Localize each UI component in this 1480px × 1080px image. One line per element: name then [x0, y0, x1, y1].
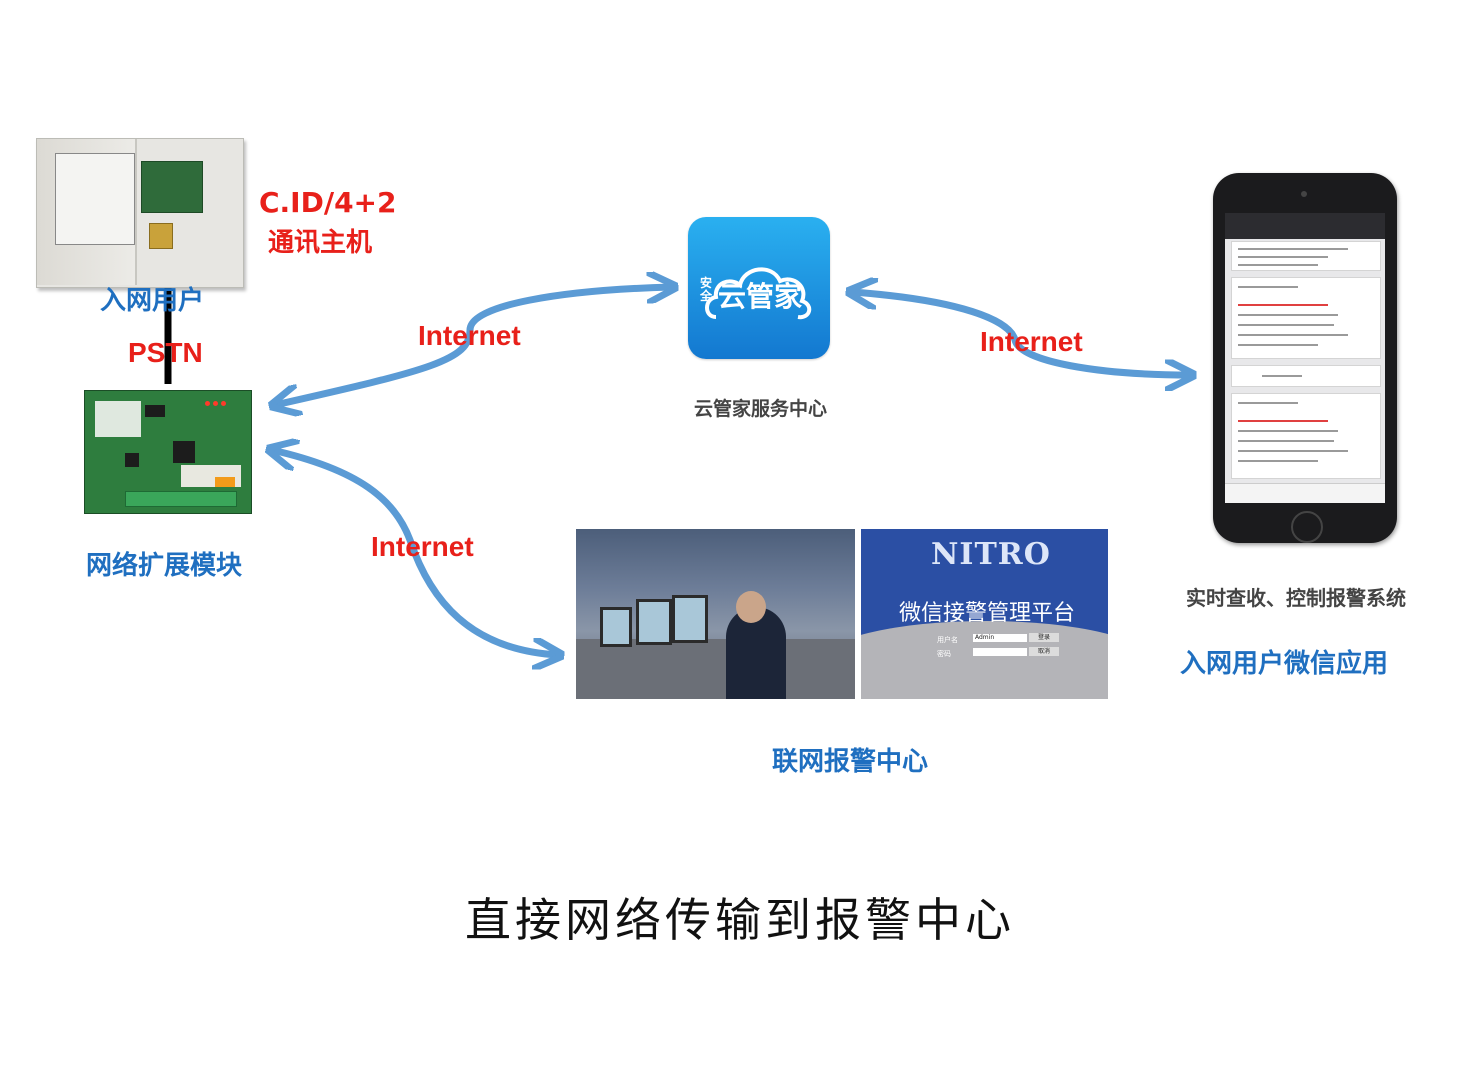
photo-operator-head	[736, 591, 766, 623]
phone-message-card	[1231, 241, 1381, 271]
photo-monitor	[672, 595, 708, 643]
cloud-service-label: 云管家服务中心	[694, 398, 828, 420]
phone-label: 实时查收、控制报警系统	[1186, 586, 1406, 610]
module-orange-part	[215, 477, 235, 487]
phone-status-card	[1231, 365, 1381, 387]
panel-transformer	[149, 223, 173, 249]
cloud-app-icon: 安全 云管家	[688, 217, 830, 359]
smartphone-image	[1213, 173, 1397, 543]
photo-operator	[726, 607, 786, 699]
module-led	[213, 401, 218, 406]
phone-footer-menu	[1225, 483, 1385, 503]
phone-text-line	[1238, 286, 1298, 288]
phone-home-button	[1291, 511, 1323, 543]
phone-text-line	[1238, 402, 1298, 404]
phone-text-line	[1238, 430, 1338, 432]
login-title: 微信接警管理平台	[899, 601, 1076, 626]
login-bottom	[861, 667, 1108, 699]
phone-text-line	[1238, 248, 1348, 250]
module-chip	[173, 441, 195, 463]
alarm-platform-login: NITRO 微信接警管理平台 用户名 Admin 登录 密码 取消	[861, 529, 1108, 699]
module-led	[205, 401, 210, 406]
user-label: 入网用户	[100, 286, 205, 316]
main-title: 直接网络传输到报警中心	[465, 893, 1015, 947]
phone-camera	[1301, 191, 1307, 197]
internet-label-right: Internet	[980, 326, 1083, 357]
phone-text-line	[1238, 264, 1318, 266]
arrow-module-center	[272, 450, 558, 655]
arrow-cloud-phone	[852, 292, 1190, 375]
login-username-label: 用户名	[937, 636, 958, 644]
photo-monitor	[636, 599, 672, 645]
app-icon-small-text: 安全	[700, 276, 713, 303]
phone-text-line	[1238, 256, 1328, 258]
monitoring-center-photo	[576, 529, 855, 699]
module-white-block	[95, 401, 141, 437]
phone-text-line	[1238, 440, 1334, 442]
phone-text-line	[1238, 450, 1348, 452]
wechat-label: 入网用户微信应用	[1180, 649, 1389, 679]
module-label: 网络扩展模块	[86, 551, 243, 581]
login-password-input[interactable]	[973, 648, 1027, 656]
phone-text-line	[1238, 304, 1328, 306]
login-button[interactable]: 登录	[1029, 633, 1059, 642]
panel-code-label: C.ID/4+2	[259, 186, 397, 219]
cloud-icon	[705, 267, 812, 320]
module-led	[221, 401, 226, 406]
module-chip	[145, 405, 165, 417]
phone-text-line	[1238, 460, 1318, 462]
phone-text-line	[1262, 375, 1302, 377]
internet-label-bottom-left: Internet	[371, 531, 474, 562]
panel-sticker	[55, 153, 135, 245]
app-icon-text: 云管家	[718, 280, 803, 313]
login-cancel-button[interactable]: 取消	[1029, 647, 1059, 656]
panel-name-label: 通讯主机	[268, 228, 373, 258]
internet-label-top-left: Internet	[418, 320, 521, 351]
login-password-label: 密码	[937, 650, 951, 658]
pstn-label: PSTN	[128, 337, 203, 368]
phone-message-card	[1231, 277, 1381, 359]
alarm-center-label: 联网报警中心	[772, 747, 929, 777]
login-brand: NITRO	[931, 537, 1051, 572]
phone-text-line	[1238, 324, 1334, 326]
arrow-module-cloud	[275, 287, 672, 405]
phone-text-line	[1238, 314, 1338, 316]
photo-monitor	[600, 607, 632, 647]
phone-text-line	[1238, 334, 1348, 336]
phone-message-card	[1231, 393, 1381, 479]
login-username-input[interactable]: Admin	[973, 634, 1027, 642]
panel-lid	[37, 139, 137, 285]
module-terminal	[125, 491, 237, 507]
phone-text-line	[1238, 344, 1318, 346]
phone-screen	[1225, 213, 1385, 503]
phone-top-bar	[1225, 213, 1385, 239]
module-chip	[125, 453, 139, 467]
panel-board	[141, 161, 203, 213]
alarm-panel-image	[36, 138, 244, 288]
photo-desk	[576, 639, 855, 699]
phone-text-line	[1238, 420, 1328, 422]
network-module-image	[84, 390, 252, 514]
